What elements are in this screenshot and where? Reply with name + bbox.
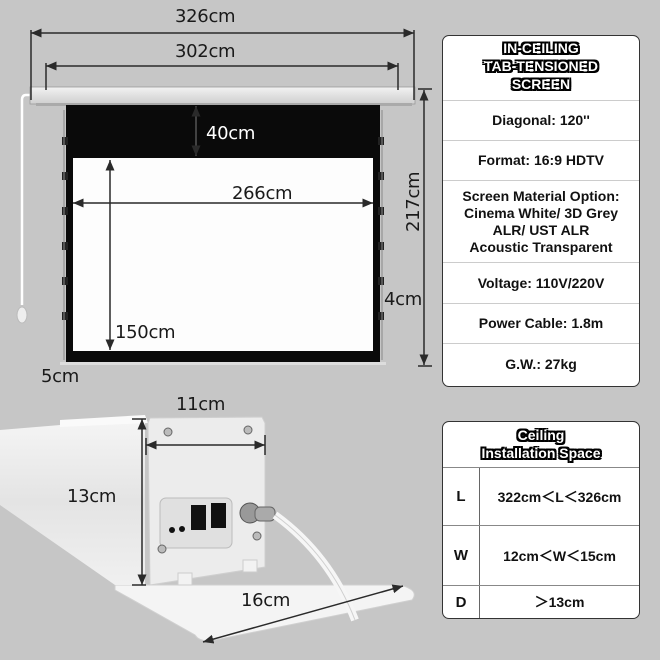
spec-row-voltage: Voltage: 110V/220V (443, 262, 639, 303)
case-diagram: 11cm 13cm 16cm (0, 385, 440, 660)
dimension-overall-width: 326cm (175, 6, 236, 27)
spec-row-power-cable: Power Cable: 1.8m (443, 303, 639, 343)
install-row-length: L 322cm＜L＜326cm (443, 467, 639, 525)
install-panel: Ceiling Installation Space L 322cm＜L＜326… (442, 421, 640, 619)
install-row-depth: D ＞13cm (443, 585, 639, 618)
spec-panel-title: IN-CEILING TAB-TENSIONED SCREEN (483, 40, 599, 92)
spec-row-format: Format: 16:9 HDTV (443, 140, 639, 180)
install-key: W (443, 526, 480, 585)
case-illustration (0, 415, 415, 644)
dimension-case-depth: 11cm (176, 394, 226, 415)
screen-illustration (16, 28, 432, 367)
spec-row-material: Screen Material Option: Cinema White/ 3D… (443, 180, 639, 262)
spec-panel: IN-CEILING TAB-TENSIONED SCREEN Diagonal… (442, 35, 640, 387)
dimension-view-width: 266cm (232, 183, 293, 204)
install-value: 322cm＜L＜326cm (497, 488, 622, 505)
screen-diagram: 326cm 302cm 40cm 266cm 150cm 217cm 4cm 5… (0, 0, 440, 390)
dimension-overall-height: 217cm (403, 171, 424, 232)
dimension-side-border: 4cm (384, 289, 422, 310)
spec-row-diagonal: Diagonal: 120'' (443, 100, 639, 140)
install-key: L (443, 468, 480, 525)
install-key: D (443, 586, 480, 618)
dimension-view-height: 150cm (115, 322, 176, 343)
spec-row-weight: G.W.: 27kg (443, 343, 639, 385)
dimension-bottom-border: 5cm (41, 366, 79, 387)
install-value: ＞13cm (534, 594, 585, 610)
install-panel-title: Ceiling Installation Space (481, 427, 601, 461)
install-value: 12cm＜W＜15cm (503, 547, 616, 564)
dimension-flange-width: 16cm (241, 590, 291, 611)
dimension-case-height: 13cm (67, 486, 117, 507)
dimension-case-width: 302cm (175, 41, 236, 62)
install-row-width: W 12cm＜W＜15cm (443, 525, 639, 585)
dimension-black-drop: 40cm (206, 123, 256, 144)
